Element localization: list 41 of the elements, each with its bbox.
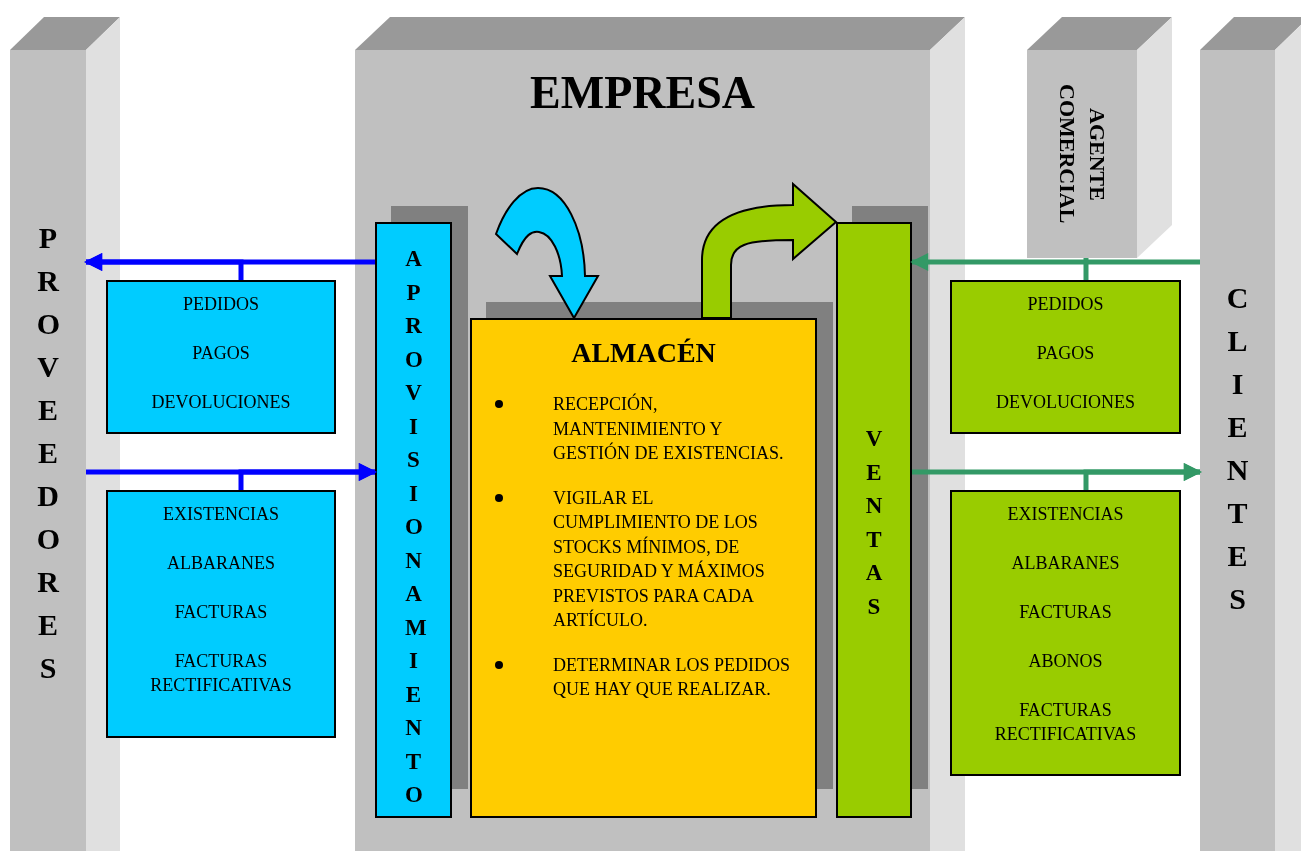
bullet-text: RECEPCIÓN, MANTENIMIENTO Y GESTIÓN DE EXISTENCIAS. xyxy=(553,392,785,465)
list-item: FACTURAS xyxy=(174,601,268,624)
document-list-box xyxy=(106,490,336,738)
vertical-label: VENTAS xyxy=(865,425,883,621)
arrow xyxy=(84,253,244,280)
document-list-box xyxy=(106,280,336,434)
list-item: PEDIDOS xyxy=(183,293,259,316)
list-item: ABONOS xyxy=(1028,650,1103,673)
connector-line xyxy=(1083,258,1089,280)
department-bar xyxy=(375,222,452,818)
list-item: EXISTENCIAS xyxy=(163,503,279,526)
agent-box xyxy=(1027,50,1137,258)
bullet-text: VIGILAR EL CUMPLIMIENTO DE LOS STOCKS MÍNIMOS, DE SEGURIDAD Y MÁXIMOS PREVISTOS PARA CADA ARTÍCULO. xyxy=(553,486,766,632)
list-item: ALBARANES xyxy=(1011,552,1120,575)
list-item: FACTURAS xyxy=(1019,601,1112,624)
rotated-label: AGENTE COMERCIAL xyxy=(1054,83,1111,226)
warehouse-box xyxy=(470,318,817,818)
column-panel xyxy=(1200,50,1275,851)
list-item: PEDIDOS xyxy=(1027,293,1104,316)
document-list-box xyxy=(950,490,1181,776)
box-title: ALMACÉN xyxy=(570,336,717,370)
list-item: DEVOLUCIONES xyxy=(996,391,1135,414)
bullet-text: DETERMINAR LOS PEDIDOS QUE HAY QUE REALIZAR. xyxy=(553,653,791,701)
vertical-label: CLIENTES xyxy=(1226,280,1249,617)
panel-title: EMPRESA xyxy=(529,66,756,120)
list-item: FACTURAS RECTIFICATIVAS xyxy=(993,699,1138,746)
arrow xyxy=(1083,463,1202,490)
arrow xyxy=(238,463,377,490)
document-list-box xyxy=(950,280,1181,434)
column-panel xyxy=(10,50,86,851)
vertical-label: PROVEEDORES xyxy=(36,220,60,686)
department-bar xyxy=(836,222,912,818)
block-arrow xyxy=(701,183,837,319)
list-item: ALBARANES xyxy=(167,552,275,575)
list-item: PAGOS xyxy=(192,342,250,365)
arrow xyxy=(910,253,1200,271)
list-item: FACTURAS RECTIFICATIVAS xyxy=(149,650,293,697)
list-item: PAGOS xyxy=(1036,342,1095,365)
list-item: DEVOLUCIONES xyxy=(151,391,291,414)
list-item: EXISTENCIAS xyxy=(1007,503,1124,526)
block-arrow xyxy=(495,187,599,319)
